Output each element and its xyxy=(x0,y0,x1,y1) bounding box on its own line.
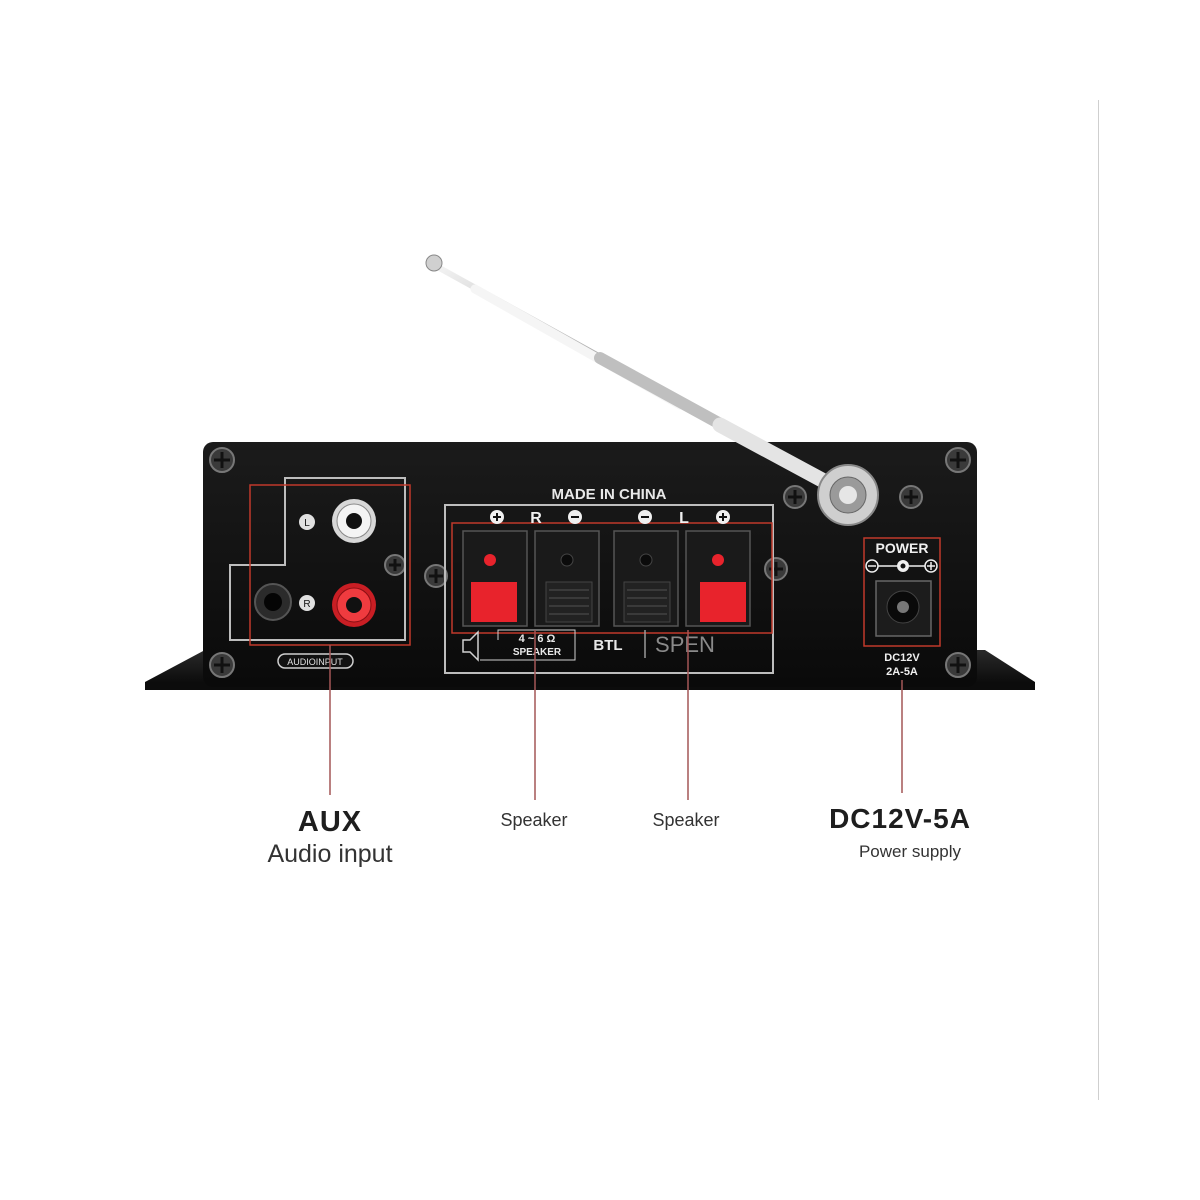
spen-label: SPEN xyxy=(655,632,715,657)
minus-icon xyxy=(638,510,652,524)
speaker-terminal-l-plus xyxy=(685,530,751,627)
rca-jack-left xyxy=(332,499,376,543)
screw-icon xyxy=(209,447,235,473)
aux-callout-title: AUX xyxy=(297,806,363,838)
audio-input-badge: AUDIOINPUT xyxy=(287,657,343,667)
plus-icon xyxy=(716,510,730,524)
speaker-marking: SPEAKER xyxy=(513,647,562,658)
speaker-callout-right: Speaker xyxy=(652,810,720,830)
made-in-label: MADE IN CHINA xyxy=(552,486,667,503)
speaker-terminal-r-plus xyxy=(462,530,528,627)
speaker-terminal-l-minus xyxy=(613,530,679,627)
power-label: POWER xyxy=(876,540,929,556)
jack-label-right: R xyxy=(303,599,310,610)
screw-icon xyxy=(209,652,235,678)
dc-callout-subtitle: Power supply xyxy=(858,842,962,861)
rca-jack-right xyxy=(332,583,376,627)
mounting-flange-right xyxy=(965,650,1035,690)
screw-icon xyxy=(764,557,788,581)
l-channel-label: L xyxy=(679,510,689,527)
screw-icon xyxy=(945,447,971,473)
speaker-icon xyxy=(462,630,479,662)
plus-icon xyxy=(490,510,504,524)
dc-callout-title: DC12V-5A xyxy=(829,803,971,834)
mounting-flange-left xyxy=(145,650,215,690)
screw-icon xyxy=(783,485,807,509)
power-highlight-box xyxy=(863,537,941,647)
speaker-highlight-box xyxy=(451,522,773,634)
headphone-jack xyxy=(254,583,292,621)
page-edge-divider xyxy=(1098,100,1099,1100)
minus-icon xyxy=(568,510,582,524)
screw-icon xyxy=(424,564,448,588)
screw-icon xyxy=(945,652,971,678)
screw-icon xyxy=(384,554,406,576)
power-rating-line2: 2A-5A xyxy=(886,666,918,678)
jack-label-left: L xyxy=(304,518,310,529)
btl-label: BTL xyxy=(593,637,622,654)
speaker-callout-left: Speaker xyxy=(500,810,568,830)
telescopic-antenna xyxy=(425,254,879,526)
speaker-terminal-r-minus xyxy=(534,530,600,627)
dc-power-jack xyxy=(875,580,932,637)
aux-panel-outline xyxy=(229,477,406,641)
impedance-label: 4 ~ 6 Ω xyxy=(519,633,556,645)
r-channel-label: R xyxy=(530,510,542,527)
polarity-diagram-icon xyxy=(865,559,938,573)
screw-icon xyxy=(899,485,923,509)
aux-callout-subtitle: Audio input xyxy=(267,840,393,868)
power-rating-line1: DC12V xyxy=(884,652,920,664)
speaker-panel-outline xyxy=(444,504,774,674)
